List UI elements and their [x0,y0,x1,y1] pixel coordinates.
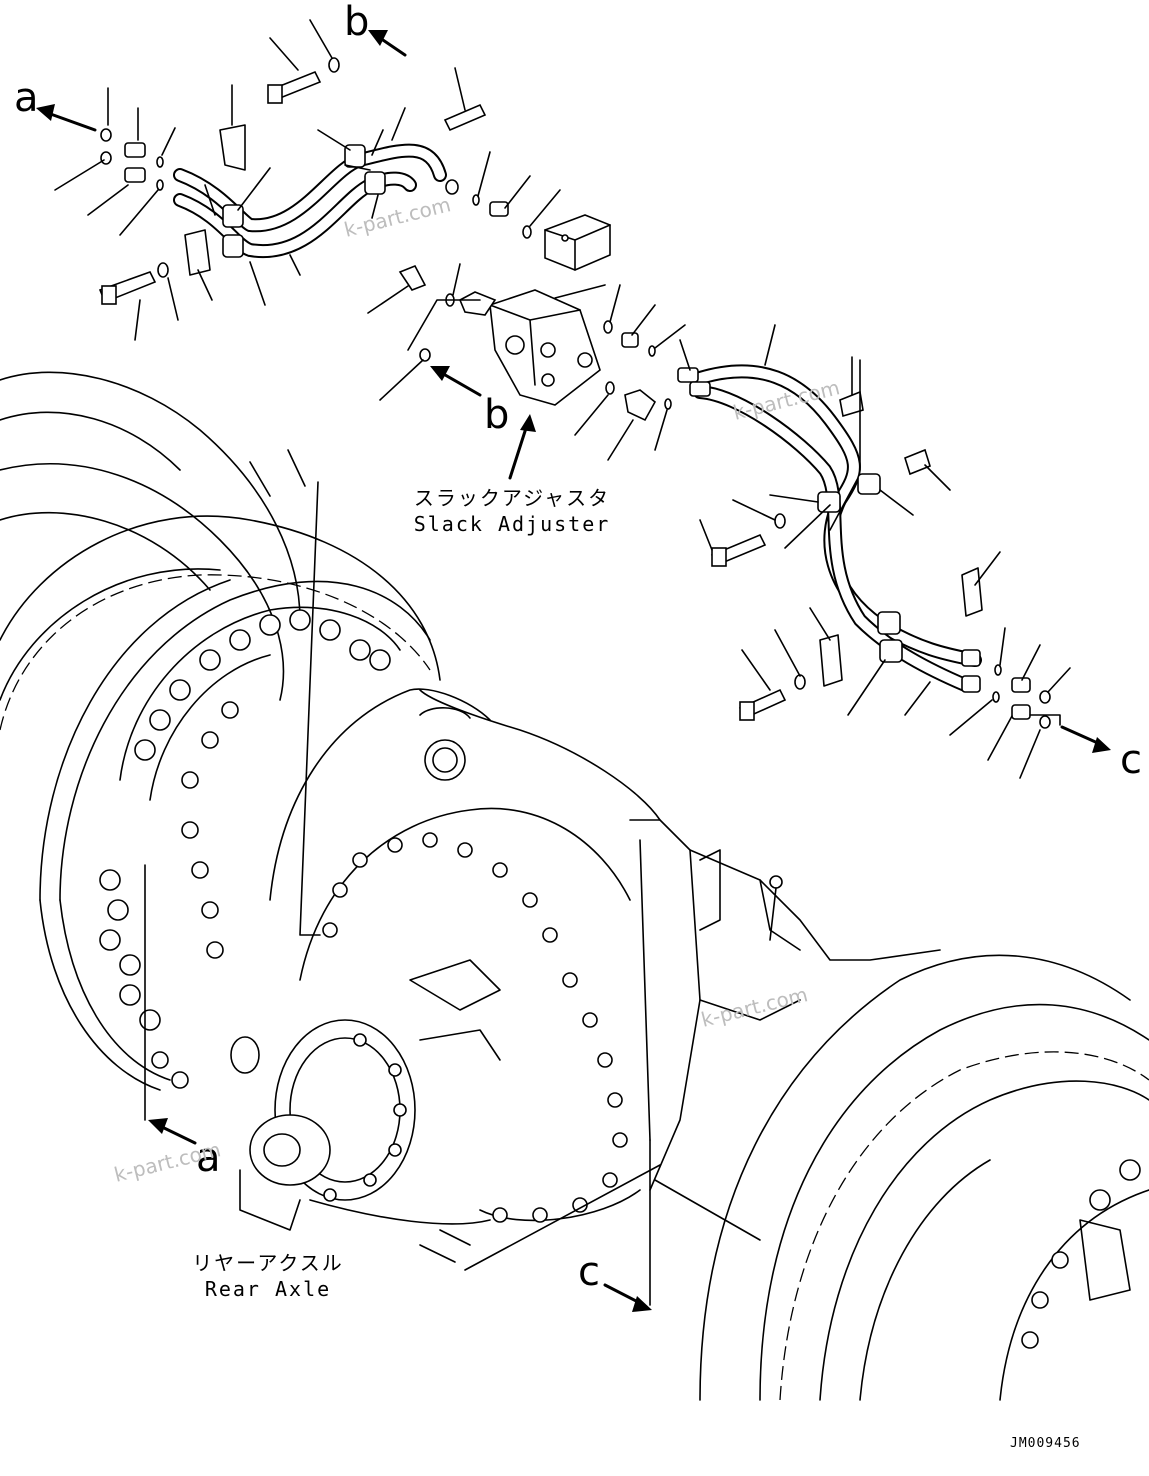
rear-axle-label: リヤーアクスル Rear Axle [178,1250,358,1302]
left-tire [0,371,441,1091]
reference-c-right: c [1120,737,1142,783]
right-tire [699,954,1149,1401]
reference-b-mid: b [484,392,510,438]
slack-adjuster-label: スラックアジャスタ Slack Adjuster [412,485,612,537]
axle-housing [269,688,941,1225]
slack-adjuster [398,214,672,422]
reference-arrows [36,30,1111,1312]
output-flange [230,1019,416,1231]
drawing-code: JM009456 [1010,1436,1081,1451]
leader-lines [54,19,1071,1306]
slack-adjuster-label-jp: スラックアジャスタ [413,486,611,510]
reference-a-top: a [14,75,39,121]
reference-b-top: b [344,0,370,45]
axle-bolts [322,832,628,1223]
rear-axle-label-en: Rear Axle [204,1277,332,1301]
reference-a-bottom: a [196,1135,221,1181]
reference-c-bottom: c [578,1249,600,1295]
right-hose-assembly [677,364,1051,729]
hub-bolt-ring [99,609,391,1089]
rear-axle-label-jp: リヤーアクスル [192,1251,344,1275]
left-hose-assembly [98,57,532,305]
slack-adjuster-label-en: Slack Adjuster [413,512,611,536]
